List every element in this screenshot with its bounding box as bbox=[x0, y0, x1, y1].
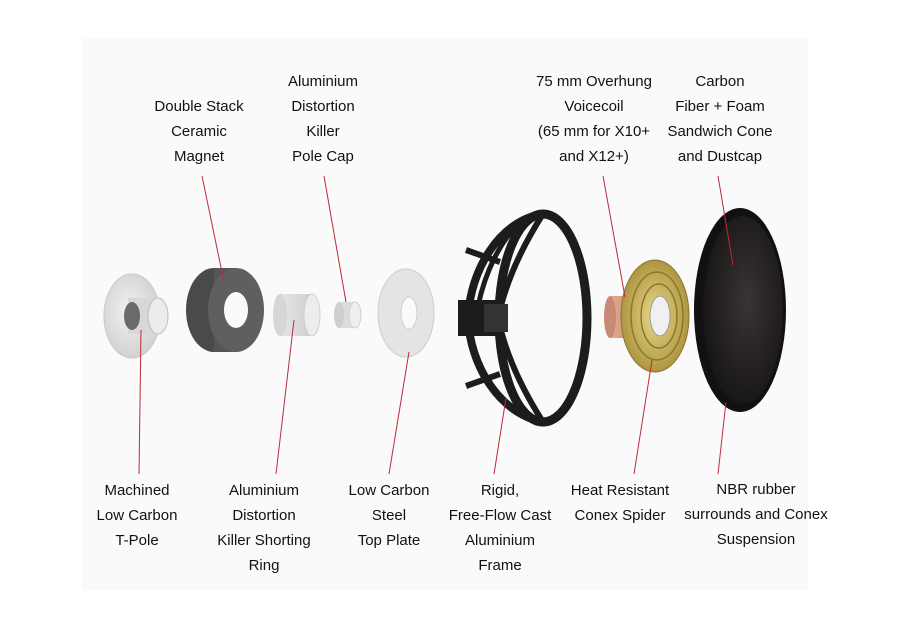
label-top-plate: Low Carbon Steel Top Plate bbox=[338, 478, 440, 553]
label-line: Sandwich Cone bbox=[667, 123, 773, 140]
leader-voicecoil bbox=[602, 175, 626, 298]
label-line: (65 mm for X10+ bbox=[537, 123, 651, 140]
leader-t-pole bbox=[138, 329, 142, 475]
label-line: Aluminium bbox=[228, 482, 300, 499]
label-line: Steel bbox=[371, 507, 407, 524]
leader-top-plate bbox=[388, 351, 410, 475]
label-line: Voicecoil bbox=[564, 98, 624, 115]
label-line: Double Stack bbox=[154, 98, 244, 115]
label-overhung-voicecoil: 75 mm Overhung Voicecoil (65 mm for X10+… bbox=[524, 69, 664, 169]
label-line: Low Carbon bbox=[348, 482, 430, 499]
label-line: Low Carbon bbox=[96, 507, 178, 524]
sandwich-cone-part bbox=[694, 208, 786, 412]
label-line: Suspension bbox=[716, 531, 796, 548]
leader-surround bbox=[717, 401, 727, 475]
label-line: and X12+) bbox=[559, 148, 629, 165]
ceramic-magnet-part bbox=[186, 268, 264, 352]
label-line: Distortion bbox=[232, 507, 296, 524]
label-shorting-ring: Aluminium Distortion Killer Shorting Rin… bbox=[206, 478, 322, 578]
label-line: Rigid, bbox=[480, 482, 520, 499]
top-plate-part bbox=[377, 268, 435, 358]
label-line: surrounds and Conex bbox=[684, 506, 828, 523]
label-line: Killer bbox=[306, 123, 340, 140]
label-line: Aluminium bbox=[464, 532, 536, 549]
label-surround: NBR rubber surrounds and Conex Suspensio… bbox=[676, 477, 836, 552]
leader-shorting-ring bbox=[275, 319, 295, 475]
label-line: Top Plate bbox=[357, 532, 421, 549]
label-line: Frame bbox=[478, 557, 522, 574]
label-spider: Heat Resistant Conex Spider bbox=[560, 478, 680, 528]
label-line: Carbon bbox=[695, 73, 745, 90]
leader-lines bbox=[138, 175, 734, 475]
label-line: 75 mm Overhung bbox=[536, 73, 652, 90]
label-line: Distortion bbox=[291, 98, 355, 115]
leader-pole-cap bbox=[323, 175, 347, 303]
leader-magnet bbox=[201, 175, 225, 283]
label-double-stack-ceramic-magnet: Double Stack Ceramic Magnet bbox=[140, 94, 258, 169]
leader-spider bbox=[633, 359, 653, 475]
label-line: Aluminium bbox=[287, 73, 359, 90]
label-line: Machined bbox=[104, 482, 170, 499]
label-line: Free-Flow Cast bbox=[448, 507, 552, 524]
label-line: Ceramic bbox=[171, 123, 227, 140]
label-line: Magnet bbox=[173, 148, 225, 165]
label-line: and Dustcap bbox=[677, 148, 763, 165]
label-carbon-fiber-foam-cone: Carbon Fiber + Foam Sandwich Cone and Du… bbox=[660, 69, 780, 169]
conex-spider-part bbox=[620, 259, 690, 373]
label-line: Fiber + Foam bbox=[675, 98, 765, 115]
label-line: Killer Shorting bbox=[217, 532, 311, 549]
pole-cap-part bbox=[334, 301, 362, 329]
label-line: NBR rubber bbox=[716, 481, 796, 498]
leader-frame bbox=[493, 397, 507, 475]
shorting-ring-part bbox=[273, 293, 321, 337]
cast-frame-part bbox=[458, 209, 592, 427]
label-line: Conex Spider bbox=[574, 507, 666, 524]
label-line: T-Pole bbox=[115, 532, 159, 549]
label-line: Pole Cap bbox=[292, 148, 354, 165]
leader-cone bbox=[717, 175, 734, 266]
label-aluminium-distortion-killer-pole-cap: Aluminium Distortion Killer Pole Cap bbox=[270, 69, 376, 169]
t-pole-part bbox=[103, 273, 169, 359]
label-line: Ring bbox=[248, 557, 280, 574]
label-line: Heat Resistant bbox=[570, 482, 670, 499]
label-machined-t-pole: Machined Low Carbon T-Pole bbox=[86, 478, 188, 553]
label-frame: Rigid, Free-Flow Cast Aluminium Frame bbox=[442, 478, 558, 578]
